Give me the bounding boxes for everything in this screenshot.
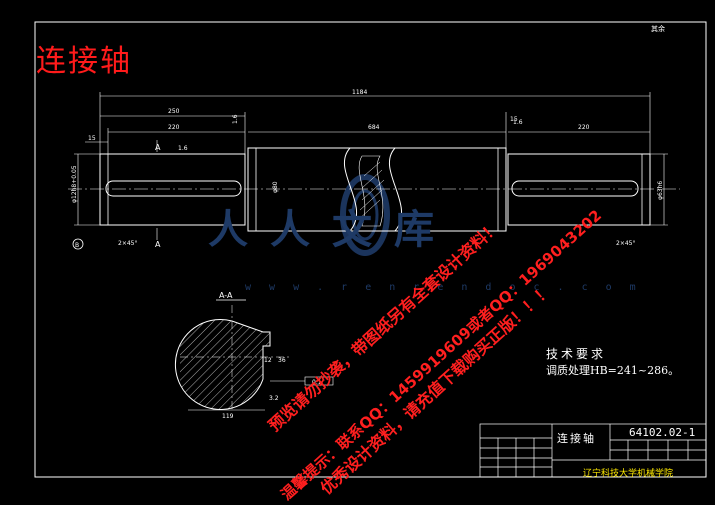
- drawing-canvas: 1184 250 220 684 220 15 15 2×45° 2×45° φ…: [34, 21, 707, 504]
- right-journal: [507, 153, 651, 226]
- section-mark-bottom: A: [155, 240, 161, 249]
- dim-right-dia: φ63h6: [657, 181, 664, 200]
- dim-chamfer-right: 2×45°: [616, 240, 635, 247]
- section-key-b: 36: [278, 357, 286, 364]
- watermark-url: w w w . r e n r e n d o c . c o m: [245, 282, 642, 293]
- middle-body: [247, 147, 507, 232]
- section-key-a: 12: [264, 357, 272, 364]
- right-keyway: [511, 180, 639, 197]
- dim-overall: 1184: [352, 89, 367, 96]
- title-block-drawing-code: 64102.02-1: [629, 426, 696, 439]
- dim-right-len: 220: [578, 124, 590, 131]
- dim-chamfer-left: 2×45°: [118, 240, 137, 247]
- roughness-mid: 1.6: [232, 114, 239, 124]
- roughness-right: 1.6: [513, 119, 523, 126]
- section-rough: 3.2: [269, 395, 279, 402]
- dim-left-dia: φ12h8+0.05: [71, 165, 78, 203]
- dim-left-len: 250: [168, 108, 180, 115]
- corner-mark: 其余: [651, 25, 665, 33]
- drawing-title: 连接轴: [36, 44, 132, 79]
- break-hatch: [358, 155, 384, 227]
- datum-b-label: B: [75, 242, 79, 249]
- dim-left-offset: 15: [88, 135, 96, 142]
- roughness-left: 1.6: [178, 145, 188, 152]
- watermark-logo-icon: [340, 174, 390, 256]
- break-line: [343, 147, 357, 232]
- title-block: [479, 423, 707, 478]
- title-block-part-name: 连接轴: [557, 432, 596, 445]
- cad-drawing: 1184 250 220 684 220 15 15 2×45° 2×45° φ…: [34, 21, 707, 478]
- left-keyway: [105, 180, 242, 197]
- section-mark-top: A: [155, 143, 161, 152]
- datum-b-circle: [72, 238, 84, 250]
- dim-mid: 684: [368, 124, 380, 131]
- section-tol: 0.1: [312, 379, 322, 386]
- title-block-school: 辽宁科技大学机械学院: [583, 469, 674, 479]
- drawing-frame: [34, 21, 707, 478]
- tech-requirements-line: 调质处理HB=241~286。: [546, 364, 680, 377]
- dim-mid-dia: φ80: [272, 181, 279, 193]
- tech-requirements-title: 技术要求: [546, 347, 607, 361]
- dim-left-inner: 220: [168, 124, 180, 131]
- left-journal: [99, 153, 246, 226]
- section-width: 119: [222, 413, 234, 420]
- dim-right-offset: 15: [510, 116, 518, 123]
- section-label: A-A: [219, 291, 233, 300]
- watermark-logo-text: 人人文库: [208, 206, 456, 253]
